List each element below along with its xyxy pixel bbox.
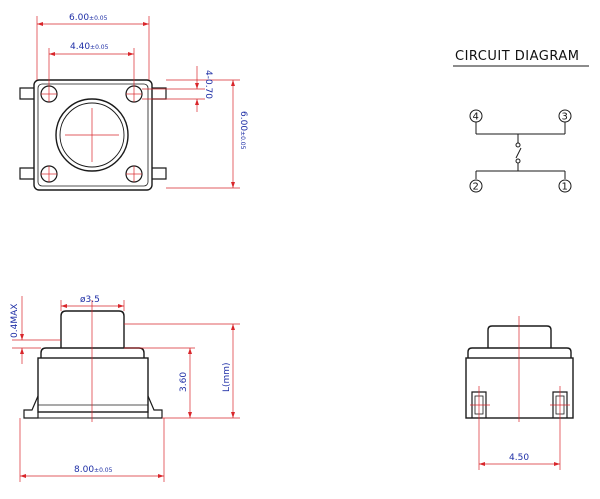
top-body-outline (33, 79, 153, 191)
dim-side-lead-span (19, 418, 165, 482)
circuit-pin-1: 1 (558, 179, 572, 193)
dim-side-total-height (124, 323, 240, 419)
svg-text:3: 3 (562, 112, 568, 123)
side-plunger (60, 310, 125, 348)
side-body (37, 357, 149, 413)
dim-top-hole-label: 4-0.70 (203, 70, 213, 99)
dim-side-body-height (124, 347, 195, 419)
dim-side-total-height-label: L(mm) (222, 362, 232, 392)
circuit-title: CIRCUIT DIAGRAM (455, 49, 580, 64)
end-view (465, 316, 574, 470)
dim-top-width-label: 6.00±0.05 (69, 13, 108, 23)
side-lead-right (147, 395, 163, 419)
top-plunger-inner (59, 102, 125, 168)
top-body-inner (37, 83, 149, 187)
dim-side-max-label: 0.4MAX (10, 304, 20, 338)
end-center-lines (470, 316, 570, 470)
side-view-labels: ø3.5 0.4MAX 3.60 L(mm) 8.00±0.05 (10, 295, 232, 475)
side-cover (40, 347, 145, 358)
svg-text:2: 2 (473, 182, 479, 193)
top-lead-left-upper (19, 87, 34, 100)
top-view-labels: 6.00±0.05 4.40±0.05 4-0.70 6.00±0.05 (69, 13, 248, 150)
dim-top-width (36, 16, 150, 80)
dim-side-body-height-label: 3.60 (179, 372, 189, 392)
end-cover (467, 347, 572, 358)
top-plunger-outer (55, 98, 129, 172)
dim-end-pitch-label: 4.50 (509, 453, 529, 463)
dim-side-plunger (60, 300, 125, 311)
dim-top-hole (142, 66, 205, 112)
circuit-wires (475, 122, 566, 179)
dim-side-max (12, 296, 61, 364)
dim-top-height-label: 6.00±0.05 (238, 111, 248, 150)
dim-side-lead-span-label: 8.00±0.05 (74, 465, 113, 475)
svg-text:4: 4 (473, 112, 479, 123)
top-lead-left-lower (19, 167, 34, 180)
switch-contact-lower (515, 158, 521, 164)
side-view (12, 296, 240, 482)
circuit-pin-2: 2 (469, 179, 483, 193)
top-lead-right-upper (152, 87, 167, 100)
dim-top-height (166, 79, 240, 189)
dim-side-plunger-label: ø3.5 (80, 295, 100, 305)
top-view (19, 16, 240, 191)
switch-contact-upper (515, 142, 521, 148)
circuit-pin-3: 3 (558, 109, 572, 123)
dim-top-pitch (48, 48, 135, 86)
dim-end-pitch (479, 462, 560, 466)
circuit-pin-4: 4 (469, 109, 483, 123)
end-body (465, 357, 574, 419)
top-center-lines (41, 86, 142, 182)
top-lead-right-lower (152, 167, 167, 180)
dim-top-pitch-label: 4.40±0.05 (70, 42, 109, 52)
side-lead-left (23, 395, 39, 419)
svg-text:1: 1 (562, 182, 568, 193)
end-plunger (487, 325, 552, 348)
circuit-diagram: CIRCUIT DIAGRAM 4 3 2 1 (453, 49, 589, 193)
